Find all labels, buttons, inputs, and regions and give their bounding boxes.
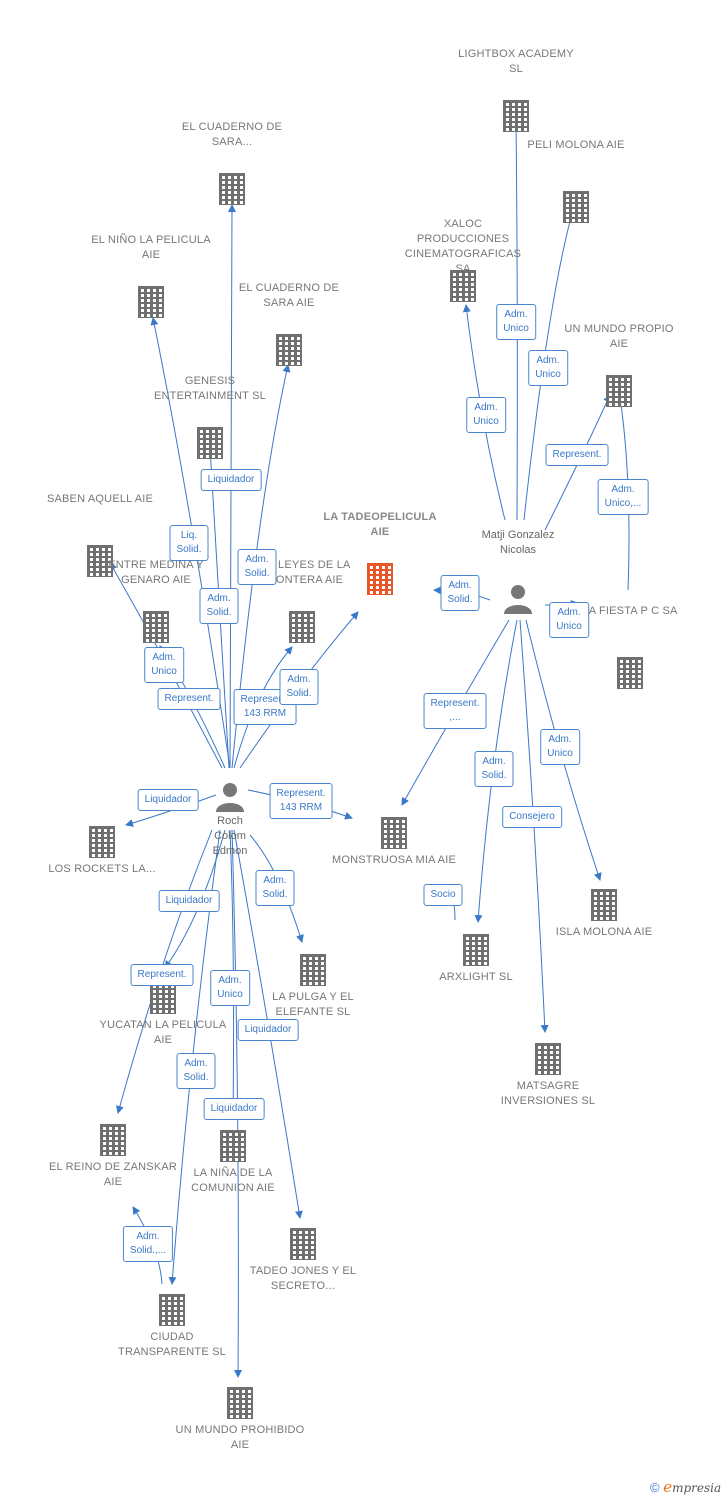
role-badge-r20[interactable]: Adm.Solid. [279, 669, 319, 705]
company-label-tadeopelicula[interactable]: LA TADEOPELICULA AIE [323, 511, 437, 538]
copyright-symbol: © [650, 1480, 660, 1495]
company-label-nina[interactable]: LA NIÑA DE LA COMUNION AIE [191, 1167, 275, 1194]
building-icon[interactable] [459, 932, 493, 966]
edge-21 [125, 794, 217, 827]
company-label-cuaderno2[interactable]: EL CUADERNO DE SARA AIE [238, 282, 340, 309]
company-label-pulga[interactable]: LA PULGA Y EL ELEFANTE SL [272, 991, 354, 1018]
role-badge-r25[interactable]: Represent. [130, 964, 194, 986]
building-icon[interactable] [296, 952, 330, 986]
company-label-yucatan[interactable]: YUCATAN LA PELICULA AIE [99, 1019, 227, 1046]
person-icon[interactable] [214, 780, 246, 812]
company-label-ciudad[interactable]: CIUDAD TRANSPARENTE SL [118, 1331, 226, 1358]
company-label-fiesta[interactable]: LA FIESTA P C SA [582, 605, 678, 617]
edge-2 [523, 209, 575, 521]
edge-27 [233, 829, 303, 1219]
role-badge-r13[interactable]: Liquidador [200, 469, 262, 491]
role-badge-r22[interactable]: Represent.143 RRM [269, 783, 333, 819]
role-badge-r16[interactable]: Adm.Solid. [199, 588, 239, 624]
role-badge-r1[interactable]: Adm.Unico [496, 304, 536, 340]
company-label-matsagre[interactable]: MATSAGRE INVERSIONES SL [500, 1080, 596, 1107]
company-label-monstruosa[interactable]: MONSTRUOSA MIA AIE [331, 854, 456, 866]
building-icon[interactable] [139, 609, 173, 643]
company-label-xaloc[interactable]: XALOC PRODUCCIONES CINEMATOGRAFICAS SA [404, 218, 522, 275]
role-badge-r26[interactable]: Adm.Unico [210, 970, 250, 1006]
role-badge-r29[interactable]: Liquidador [203, 1098, 265, 1120]
role-badge-r9[interactable]: Adm.Unico [540, 729, 580, 765]
company-label-mundo_propio[interactable]: UN MUNDO PROPIO AIE [564, 323, 674, 350]
building-icon[interactable] [155, 1292, 189, 1326]
role-badge-r3[interactable]: Adm.Unico [466, 397, 506, 433]
company-label-isla[interactable]: ISLA MOLONA AIE [555, 926, 653, 938]
role-badge-r21[interactable]: Liquidador [137, 789, 199, 811]
role-badge-r24[interactable]: Adm.Solid. [255, 870, 295, 906]
role-badge-r10[interactable]: Adm.Solid. [474, 751, 514, 787]
company-label-leyes[interactable]: LAS LEYES DE LA FRONTERA AIE [253, 559, 351, 586]
role-badge-r6[interactable]: Adm.Solid. [440, 575, 480, 611]
company-label-nino[interactable]: EL NIÑO LA PELICULA AIE [91, 234, 211, 261]
building-icon[interactable] [446, 268, 480, 302]
person-label-matji[interactable]: Matji Gonzalez Nicolas [481, 529, 555, 556]
footer-credit: © empresia [650, 1478, 721, 1496]
person-label-roch[interactable]: Roch Colom Edmon [212, 815, 248, 857]
building-icon[interactable] [96, 1122, 130, 1156]
building-icon[interactable] [216, 1128, 250, 1162]
company-label-rockets[interactable]: LOS ROCKETS LA... [48, 863, 156, 875]
company-label-reino[interactable]: EL REINO DE ZANSKAR AIE [48, 1161, 178, 1188]
role-badge-r27[interactable]: Liquidador [237, 1019, 299, 1041]
edge-13 [227, 204, 236, 769]
building-icon[interactable] [134, 284, 168, 318]
building-icon[interactable] [285, 609, 319, 643]
role-badge-r8[interactable]: Represent.,... [423, 693, 487, 729]
building-icon[interactable] [146, 980, 180, 1014]
company-label-saben[interactable]: SABEN AQUELL AIE [46, 493, 154, 505]
company-label-cuaderno1[interactable]: EL CUADERNO DE SARA... [181, 121, 283, 148]
building-icon[interactable] [559, 189, 593, 223]
company-label-entre[interactable]: ENTRE MEDINA Y GENARO AIE [108, 559, 204, 586]
company-label-arxlight[interactable]: ARXLIGHT SL [439, 971, 513, 983]
company-label-mundo_prohibido[interactable]: UN MUNDO PROHIBIDO AIE [175, 1424, 305, 1451]
role-badge-r15[interactable]: Adm.Solid. [237, 549, 277, 585]
building-icon[interactable] [377, 815, 411, 849]
role-badge-r18[interactable]: Represent. [157, 688, 221, 710]
building-icon[interactable] [272, 332, 306, 366]
building-icon[interactable] [613, 655, 647, 689]
role-badge-r4[interactable]: Represent. [545, 444, 609, 466]
role-badge-r28[interactable]: Adm.Solid. [176, 1053, 216, 1089]
building-icon[interactable] [193, 425, 227, 459]
role-badge-r5[interactable]: Adm.Unico,... [597, 479, 649, 515]
building-icon[interactable] [83, 543, 117, 577]
building-icon[interactable] [286, 1226, 320, 1260]
building-icon[interactable] [363, 561, 397, 595]
company-label-peli[interactable]: PELI MOLONA AIE [527, 139, 625, 151]
role-badge-r23[interactable]: Liquidador [158, 890, 220, 912]
empresia-logo: empresia [663, 1478, 722, 1496]
person-icon[interactable] [502, 582, 534, 614]
company-label-tadeo[interactable]: TADEO JONES Y EL SECRETO... [249, 1265, 357, 1292]
role-badge-r7[interactable]: Adm.Unico [549, 602, 589, 638]
role-badge-r2[interactable]: Adm.Unico [528, 350, 568, 386]
building-icon[interactable] [602, 373, 636, 407]
building-icon[interactable] [215, 171, 249, 205]
role-badge-r17[interactable]: Adm.Unico [144, 647, 184, 683]
edge-26 [229, 829, 238, 1119]
building-icon[interactable] [223, 1385, 257, 1419]
building-icon[interactable] [85, 824, 119, 858]
role-badge-r14[interactable]: Liq.Solid. [169, 525, 209, 561]
building-icon[interactable] [499, 98, 533, 132]
building-icon[interactable] [531, 1041, 565, 1075]
role-badge-r12[interactable]: Socio [423, 884, 463, 906]
company-label-lightbox[interactable]: LIGHTBOX ACADEMY SL [458, 48, 574, 75]
role-badge-r11[interactable]: Consejero [502, 806, 562, 828]
role-badge-r30[interactable]: Adm.Solid.,... [122, 1226, 174, 1262]
building-icon[interactable] [587, 887, 621, 921]
company-label-genesis[interactable]: GENESIS ENTERTAINMENT SL [154, 375, 266, 402]
